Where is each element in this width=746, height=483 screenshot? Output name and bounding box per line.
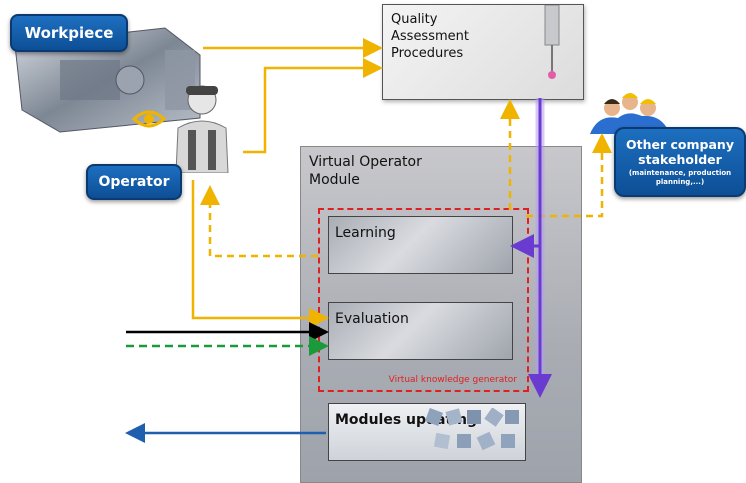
stakeholder-subtitle: (maintenance, production planning,...)	[628, 169, 732, 186]
stakeholder-title: Other company stakeholder	[626, 137, 734, 167]
cube-pattern-icon	[425, 408, 519, 451]
virtual-knowledge-generator: Virtual knowledge generator	[318, 208, 529, 392]
evaluation-label: Evaluation	[335, 311, 409, 327]
modules-updating-panel: Modules updating	[328, 403, 526, 461]
operator-label: Operator	[98, 174, 170, 190]
stakeholder-badge: Other company stakeholder (maintenance, …	[614, 127, 746, 197]
quality-assessment-label: Quality Assessment Procedures	[391, 12, 469, 61]
workpiece-label: Workpiece	[24, 24, 114, 42]
learning-panel: Learning	[328, 216, 513, 274]
learning-label: Learning	[335, 225, 396, 241]
people-icon	[590, 93, 670, 134]
workpiece-badge: Workpiece	[10, 14, 128, 52]
generator-label: Virtual knowledge generator	[388, 375, 517, 385]
operator-badge: Operator	[86, 164, 182, 200]
quality-assessment-box: Quality Assessment Procedures	[382, 4, 584, 100]
eye-icon	[132, 110, 166, 128]
probe-icon	[544, 5, 560, 79]
module-title: Virtual Operator Module	[309, 154, 422, 188]
operator-figure	[175, 85, 229, 173]
